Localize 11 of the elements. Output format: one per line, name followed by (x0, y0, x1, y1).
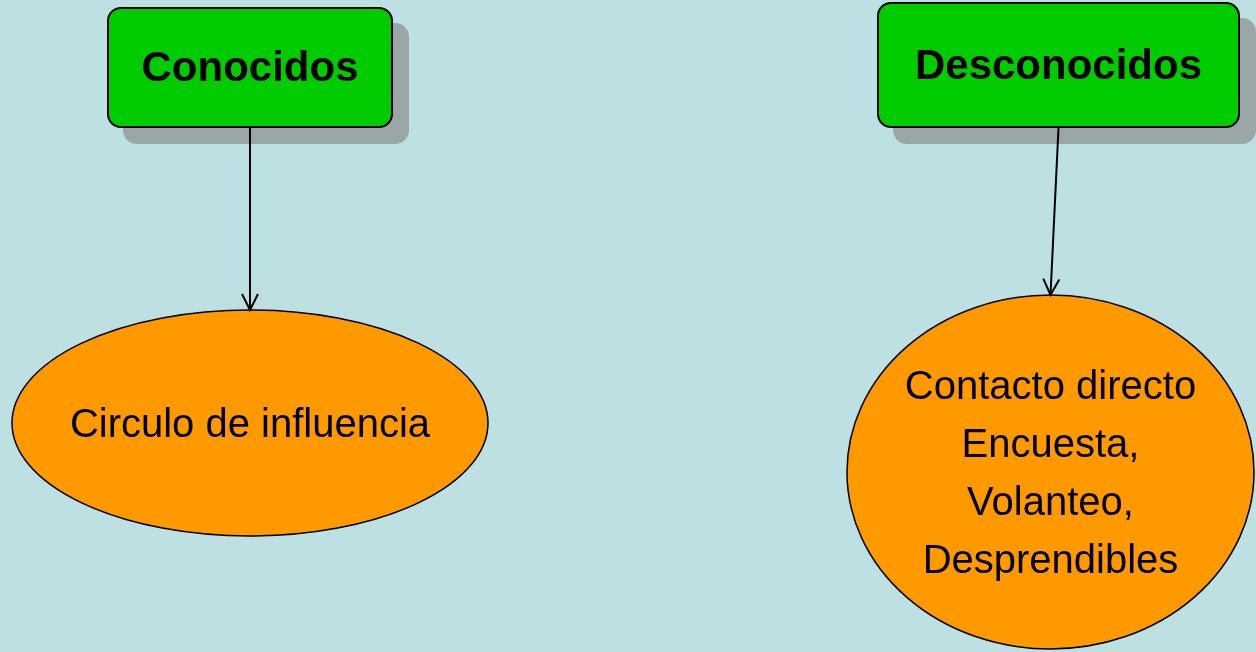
label-box (107, 7, 393, 128)
ellipse-text: Volanteo, (967, 478, 1134, 525)
box-title: Conocidos (141, 42, 359, 93)
arrow (1042, 127, 1061, 296)
ellipse-text: Circulo de influencia (69, 400, 431, 447)
label-box (877, 2, 1240, 128)
ellipse-text: Desprendibles (922, 536, 1179, 583)
box-title: Desconocidos (914, 39, 1203, 90)
ellipse-text: Encuesta, (961, 420, 1140, 467)
ellipse-text: Contacto directo (904, 362, 1197, 409)
arrow (241, 127, 259, 311)
